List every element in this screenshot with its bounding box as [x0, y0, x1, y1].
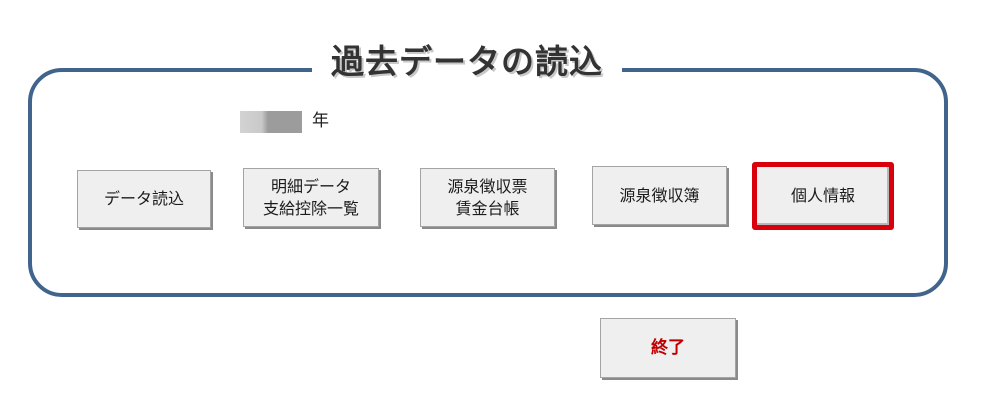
personal-info-button-face[interactable]: 個人情報: [757, 167, 889, 225]
gensen-bo-label: 源泉徴収簿: [619, 185, 700, 205]
data-read-button[interactable]: データ読込: [77, 170, 211, 228]
page-title: 過去データの読込: [312, 38, 622, 86]
gensen-hyo-label-line2: 賃金台帳: [455, 198, 520, 218]
year-label: 年: [312, 111, 329, 131]
personal-info-label: 個人情報: [790, 186, 855, 205]
year-field[interactable]: [240, 111, 302, 133]
gensen-hyo-label-line1: 源泉徴収票: [447, 176, 528, 196]
gensen-hyo-button[interactable]: 源泉徴収票 賃金台帳: [420, 168, 555, 227]
exit-button[interactable]: 終了: [600, 318, 736, 378]
meisai-label-line1: 明細データ: [270, 176, 351, 196]
data-read-label: データ読込: [103, 189, 184, 208]
exit-label: 終了: [651, 338, 685, 358]
personal-info-button[interactable]: 個人情報: [752, 162, 894, 230]
gensen-bo-button[interactable]: 源泉徴収簿: [592, 166, 727, 225]
meisai-label-line2: 支給控除一覧: [262, 198, 359, 218]
meisai-button[interactable]: 明細データ 支給控除一覧: [243, 168, 379, 227]
